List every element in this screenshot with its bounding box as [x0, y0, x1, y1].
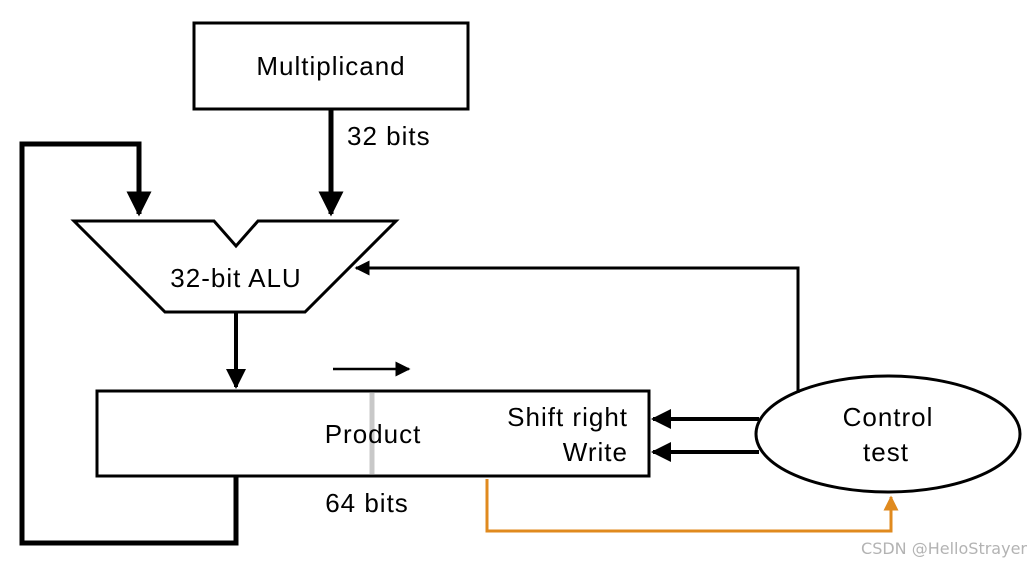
- product-to-alu-feedback-arrow: [19, 141, 239, 546]
- write-label: Write: [563, 437, 628, 467]
- control-label-line2: test: [863, 437, 909, 467]
- product-to-control-arrow: [485, 479, 899, 533]
- control-test: [754, 374, 1022, 494]
- multiplicand-width-label: 32 bits: [347, 121, 431, 151]
- multiplicand-register: [192, 21, 470, 111]
- alu: [70, 219, 400, 314]
- shift-right-label: Shift right: [507, 402, 628, 432]
- alu-label: 32-bit ALU: [170, 263, 301, 293]
- multiplicand-label: Multiplicand: [256, 51, 405, 81]
- control-label-line1: Control: [843, 402, 934, 432]
- control-to-alu-arrow: [354, 260, 800, 393]
- product-label: Product: [325, 419, 422, 449]
- product-width-label: 64 bits: [325, 488, 409, 518]
- watermark: CSDN @HelloStrayer: [861, 539, 1027, 558]
